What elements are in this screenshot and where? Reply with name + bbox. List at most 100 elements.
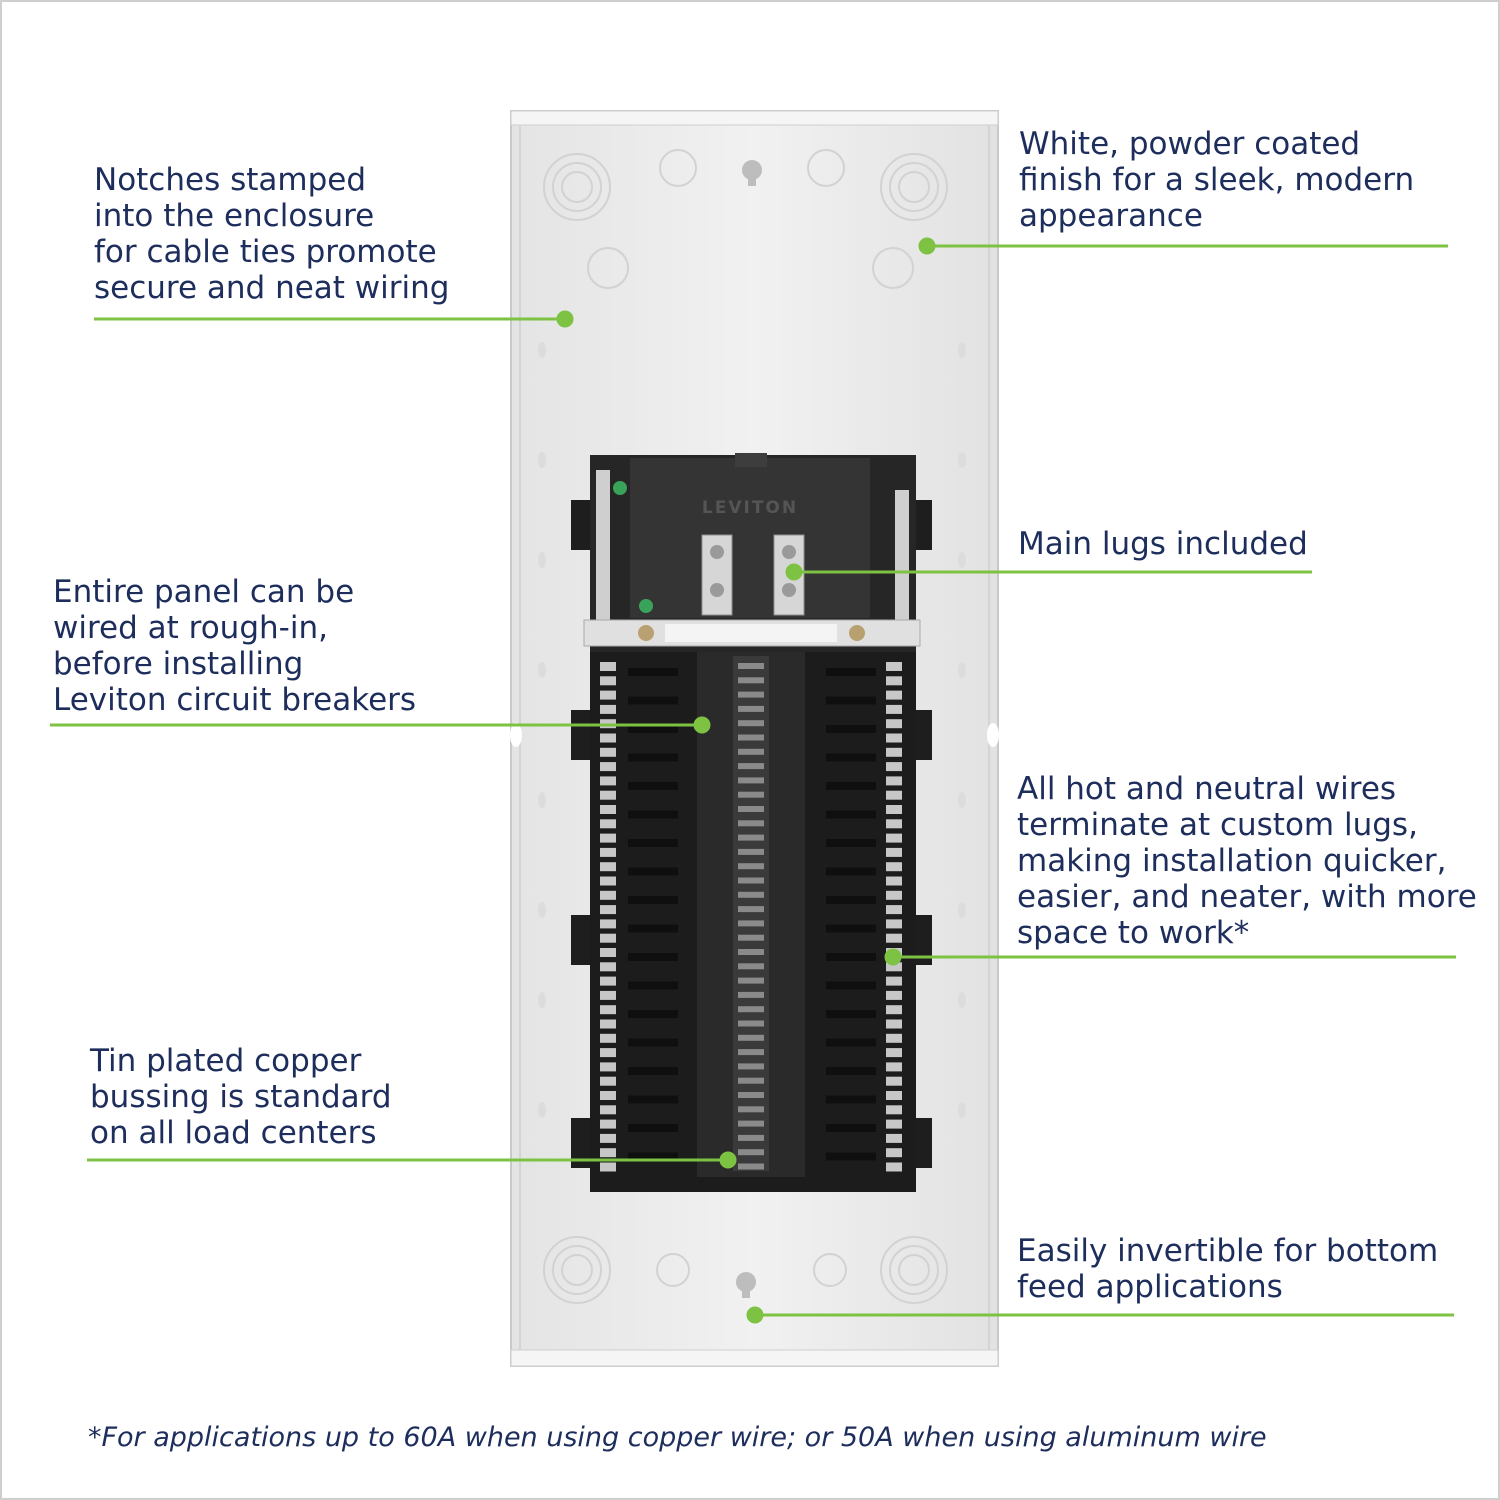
breaker-slot-right: [826, 839, 876, 847]
bus-stab: [738, 820, 764, 827]
terminal-lug-right: [886, 1162, 902, 1172]
terminal-lug-right: [886, 919, 902, 929]
terminal-lug-left: [600, 747, 616, 757]
terminal-lug-left: [600, 819, 616, 829]
terminal-lug-right: [886, 662, 902, 671]
terminal-lug-left: [600, 990, 616, 1000]
terminal-lug-right: [886, 762, 902, 772]
breaker-slot-left: [628, 696, 678, 705]
bus-stab: [738, 734, 764, 741]
leader-dot-invertible: [746, 1306, 764, 1324]
breaker-slot-right: [826, 810, 876, 819]
terminal-lug-right: [886, 1119, 902, 1129]
terminal-lug-right: [886, 1076, 902, 1086]
terminal-lug-left: [600, 1062, 616, 1072]
bus-stab: [738, 1120, 764, 1127]
terminal-lug-right: [886, 847, 902, 857]
breaker-slot-right: [826, 1124, 876, 1132]
terminal-lug-left: [600, 847, 616, 857]
terminal-lug-left: [600, 1148, 616, 1158]
terminal-lug-left: [600, 1019, 616, 1029]
terminal-lug-left: [600, 890, 616, 900]
leader-dot-notches: [556, 310, 574, 328]
bus-stab: [738, 963, 764, 970]
breaker-slot-right: [826, 782, 876, 790]
keyhole-top: [742, 160, 762, 186]
terminal-lug-left: [600, 1048, 616, 1058]
terminal-lug-left: [600, 1033, 616, 1043]
terminal-lug-right: [886, 733, 902, 743]
terminal-lug-left: [600, 662, 616, 671]
breaker-slot-right: [826, 867, 876, 876]
knockouts-bottom: [543, 1236, 948, 1304]
breaker-slot-left: [628, 867, 678, 876]
terminal-lug-left: [600, 1076, 616, 1086]
breaker-slot-right: [826, 981, 876, 990]
breaker-rows: [600, 662, 902, 1172]
bus-stab: [738, 663, 764, 669]
bus-stab: [738, 1077, 764, 1084]
terminal-lug-right: [886, 1005, 902, 1015]
mounting-tabs: [571, 500, 932, 1168]
terminal-lug-left: [600, 1133, 616, 1143]
terminal-lug-left: [600, 790, 616, 800]
bus-stab: [738, 891, 764, 898]
terminal-lug-left: [600, 948, 616, 957]
breaker-slot-right: [826, 753, 876, 762]
breaker-slot-left: [628, 924, 678, 933]
bus-stab: [738, 906, 764, 913]
breaker-slot-left: [628, 1067, 678, 1075]
terminal-lug-right: [886, 976, 902, 986]
terminal-lug-right: [886, 933, 902, 943]
leader-dot-bussing: [719, 1151, 737, 1169]
breaker-slot-right: [826, 953, 876, 961]
bus-stab: [738, 863, 764, 870]
breaker-slot-left: [628, 953, 678, 961]
terminal-lug-right: [886, 747, 902, 757]
main-lug-section: LEVITON: [583, 453, 921, 655]
terminal-lug-left: [600, 776, 616, 786]
breaker-slot-left: [628, 668, 678, 676]
breaker-slot-right: [826, 725, 876, 733]
brand-plate: LEVITON: [702, 498, 798, 518]
breaker-slot-left: [628, 810, 678, 819]
bus-stab: [738, 1092, 764, 1098]
terminal-lug-right: [886, 704, 902, 714]
terminal-lug-left: [600, 876, 616, 886]
terminal-lug-right: [886, 833, 902, 843]
terminal-lug-right: [886, 1105, 902, 1115]
bus-stab: [738, 1163, 764, 1170]
breaker-slot-left: [628, 1038, 678, 1047]
breaker-slot-left: [628, 782, 678, 790]
terminal-lug-right: [886, 1062, 902, 1072]
bus-stab: [738, 791, 764, 798]
breaker-slot-left: [628, 753, 678, 762]
terminal-lug-left: [600, 862, 616, 872]
breaker-slot-right: [826, 668, 876, 676]
terminal-lug-right: [886, 1019, 902, 1029]
breaker-slot-left: [628, 725, 678, 733]
terminal-lug-right: [886, 1033, 902, 1043]
terminal-lug-left: [600, 690, 616, 700]
terminal-lug-left: [600, 762, 616, 772]
bus-stab: [738, 677, 764, 684]
terminal-lug-right: [886, 1091, 902, 1100]
terminal-lug-right: [886, 876, 902, 886]
breaker-slot-right: [826, 1095, 876, 1104]
bus-stab: [738, 920, 764, 927]
terminal-lug-right: [886, 819, 902, 829]
breaker-slot-right: [826, 1038, 876, 1047]
breaker-slot-left: [628, 1124, 678, 1132]
terminal-lug-right: [886, 676, 902, 686]
leader-dot-hot-neutral: [884, 948, 902, 966]
terminal-lug-left: [600, 1005, 616, 1015]
terminal-lug-right: [886, 962, 902, 972]
bus-stab: [738, 877, 764, 884]
terminal-lug-right: [886, 776, 902, 786]
leader-dot-finish: [918, 237, 936, 255]
terminal-lug-left: [600, 1091, 616, 1100]
terminal-lug-right: [886, 719, 902, 729]
bus-stab: [738, 1006, 764, 1013]
bus-stab: [738, 1034, 764, 1041]
callout-rough-in: Entire panel can be wired at rough-in, b…: [53, 574, 417, 718]
